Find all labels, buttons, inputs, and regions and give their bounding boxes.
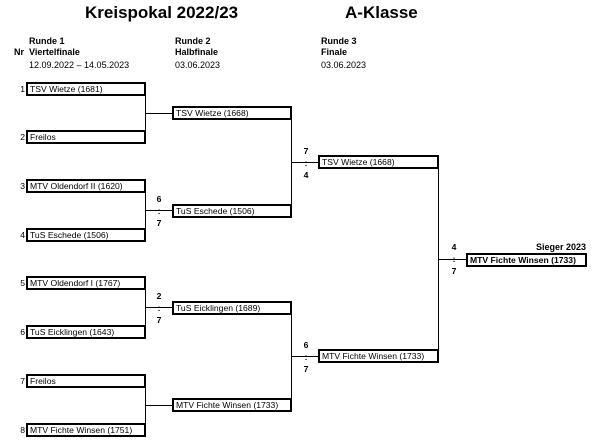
- seed-number: 7: [20, 376, 25, 386]
- seed-number: 5: [20, 278, 25, 288]
- seed-number: 3: [20, 181, 25, 191]
- score-bottom: 7: [303, 364, 309, 374]
- round1-stage: Viertelfinale: [29, 47, 80, 57]
- score-top: 2: [156, 291, 162, 301]
- seed-number: 4: [20, 230, 25, 240]
- round2-team-box: MTV Fichte Winsen (1733): [172, 398, 292, 412]
- round1-team-box: Freilos: [26, 130, 146, 144]
- round2-team-box: TuS Eicklingen (1689): [172, 301, 292, 315]
- nr-label: Nr: [14, 47, 25, 57]
- winner-label: Sieger 2023: [535, 242, 586, 252]
- seed-number: 2: [20, 132, 25, 142]
- round1-name: Runde 1: [29, 36, 65, 46]
- seed-number: 8: [20, 425, 25, 435]
- score-bottom: 7: [156, 218, 162, 228]
- score-top: 4: [451, 242, 457, 252]
- score-separator: :: [157, 303, 161, 313]
- connector-line: [145, 113, 174, 114]
- connector-line: [291, 356, 320, 357]
- round1-team-box: MTV Oldendorf I (1767): [26, 276, 146, 290]
- connector-line: [145, 405, 174, 406]
- round3-team-box: MTV Fichte Winsen (1733): [318, 349, 439, 363]
- score-top: 6: [156, 194, 162, 204]
- score-separator: :: [304, 158, 308, 168]
- round3-stage: Finale: [321, 47, 348, 57]
- score-top: 7: [303, 146, 309, 156]
- round2-team-box: TuS Eschede (1506): [172, 204, 292, 218]
- seed-number: 1: [20, 84, 25, 94]
- round2-name: Runde 2: [175, 36, 211, 46]
- score-top: 6: [303, 340, 309, 350]
- round2-team-box: TSV Wietze (1668): [172, 106, 292, 120]
- connector-line: [145, 210, 174, 211]
- score-separator: :: [304, 352, 308, 362]
- round1-date: 12.09.2022 – 14.05.2023: [29, 60, 130, 70]
- round1-team-box: MTV Fichte Winsen (1751): [26, 423, 146, 437]
- round3-team-box: TSV Wietze (1668): [318, 155, 439, 169]
- score-bottom: 7: [156, 315, 162, 325]
- round1-team-box: MTV Oldendorf II (1620): [26, 179, 146, 193]
- connector-line: [145, 307, 174, 308]
- round2-date: 03.06.2023: [175, 60, 221, 70]
- connector-line: [438, 259, 466, 260]
- score-bottom: 4: [303, 170, 309, 180]
- round1-team-box: TSV Wietze (1681): [26, 82, 146, 96]
- round3-name: Runde 3: [321, 36, 357, 46]
- class-title: A-Klasse: [345, 3, 418, 22]
- winner-team-box: MTV Fichte Winsen (1733): [466, 253, 587, 267]
- page-title: Kreispokal 2022/23: [85, 3, 239, 22]
- round1-team-box: Freilos: [26, 374, 146, 388]
- round1-team-box: TuS Eschede (1506): [26, 228, 146, 242]
- connector-line: [291, 162, 320, 163]
- score-separator: :: [452, 254, 456, 264]
- round2-stage: Halbfinale: [175, 47, 219, 57]
- round1-team-box: TuS Eicklingen (1643): [26, 325, 146, 339]
- round3-date: 03.06.2023: [321, 60, 367, 70]
- seed-number: 6: [20, 327, 25, 337]
- score-separator: :: [157, 206, 161, 216]
- score-bottom: 7: [451, 266, 457, 276]
